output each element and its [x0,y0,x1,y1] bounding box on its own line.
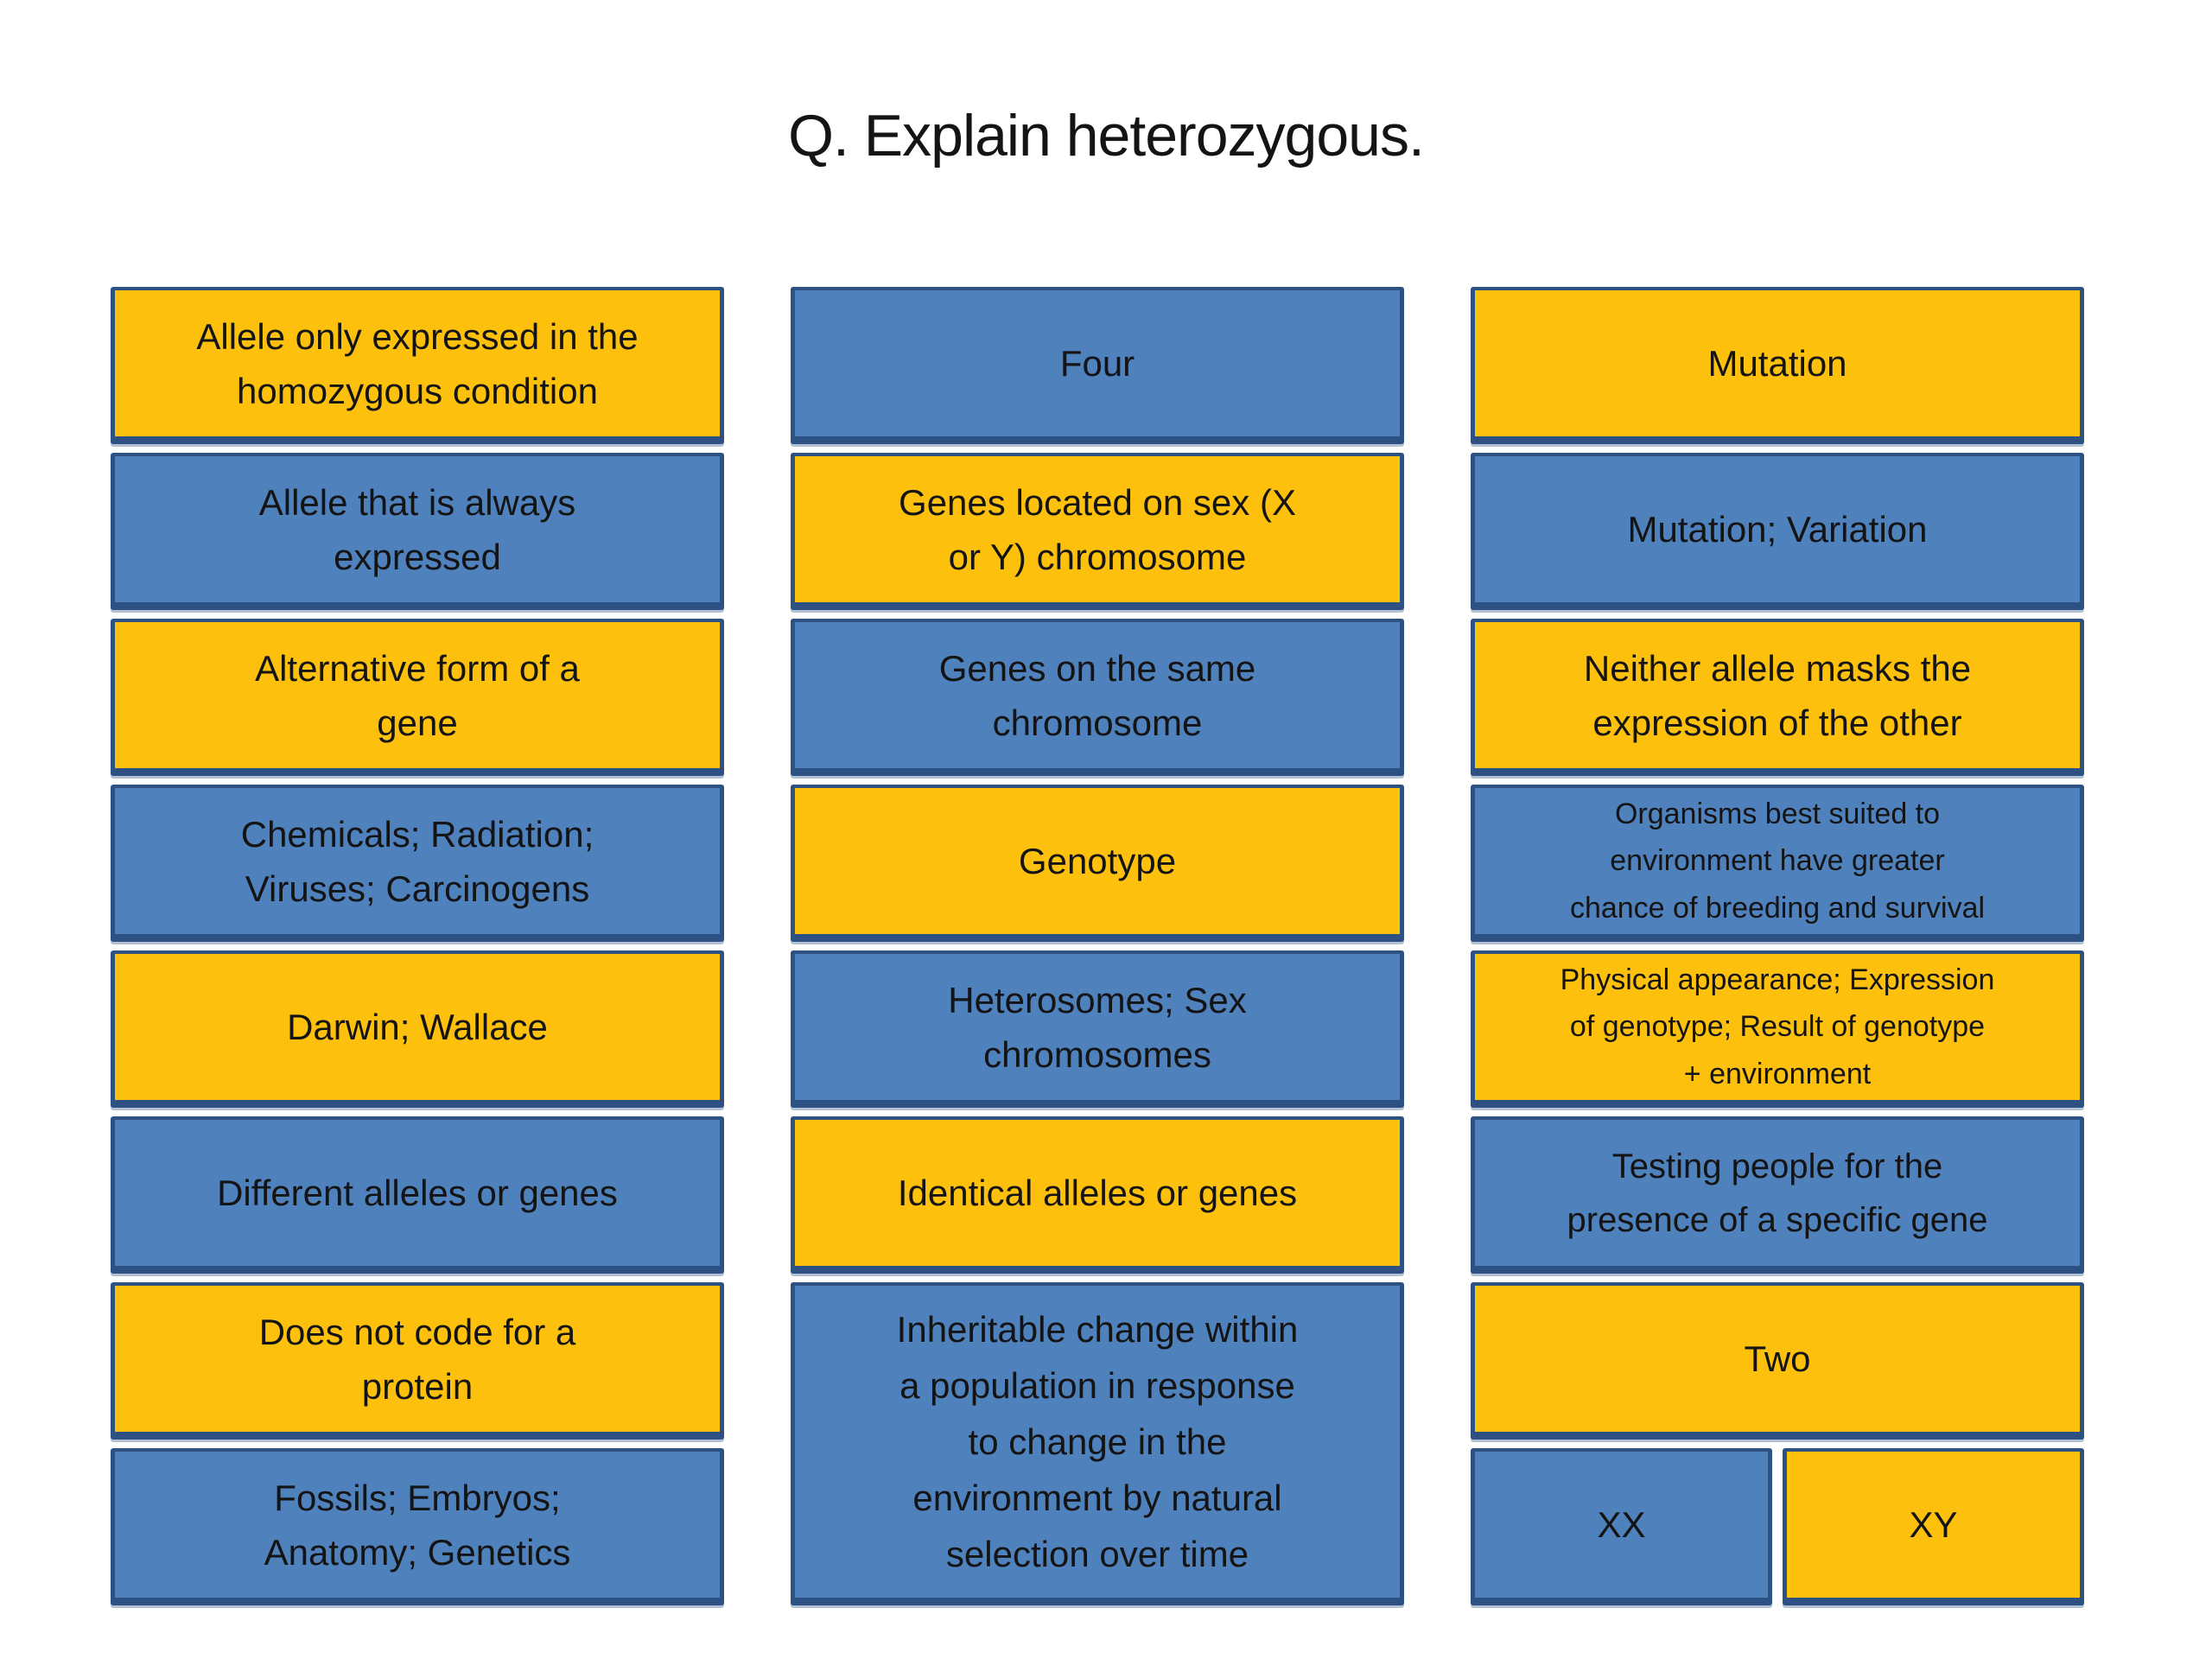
card: Mutation [1471,287,2084,444]
card: Identical alleles or genes [791,1116,1404,1274]
card: XY [1783,1448,2084,1605]
column-right: Mutation Mutation; Variation Neither all… [1471,287,2084,1605]
card: Genes on the same chromosome [791,619,1404,776]
column-middle: Four Genes located on sex (X or Y) chrom… [791,287,1404,1605]
card: Testing people for the presence of a spe… [1471,1116,2084,1274]
card: Genotype [791,785,1404,942]
card: Different alleles or genes [111,1116,724,1274]
card: Inheritable change within a population i… [791,1282,1404,1605]
card: Heterosomes; Sex chromosomes [791,950,1404,1108]
card: XX [1471,1448,1772,1605]
card: Two [1471,1282,2084,1440]
card: Fossils; Embryos; Anatomy; Genetics [111,1448,724,1605]
card: Darwin; Wallace [111,950,724,1108]
card: Does not code for a protein [111,1282,724,1440]
card-pair-row: XX XY [1471,1448,2084,1605]
card: Genes located on sex (X or Y) chromosome [791,453,1404,610]
card: Mutation; Variation [1471,453,2084,610]
slide-title: Q. Explain heterozygous. [788,103,1425,168]
card-grid: Allele only expressed in the homozygous … [111,287,2084,1605]
card: Four [791,287,1404,444]
card: Chemicals; Radiation; Viruses; Carcinoge… [111,785,724,942]
card: Neither allele masks the expression of t… [1471,619,2084,776]
card: Allele that is always expressed [111,453,724,610]
card: Physical appearance; Expression of genot… [1471,950,2084,1108]
column-left: Allele only expressed in the homozygous … [111,287,724,1605]
card: Organisms best suited to environment hav… [1471,785,2084,942]
card: Allele only expressed in the homozygous … [111,287,724,444]
card: Alternative form of a gene [111,619,724,776]
